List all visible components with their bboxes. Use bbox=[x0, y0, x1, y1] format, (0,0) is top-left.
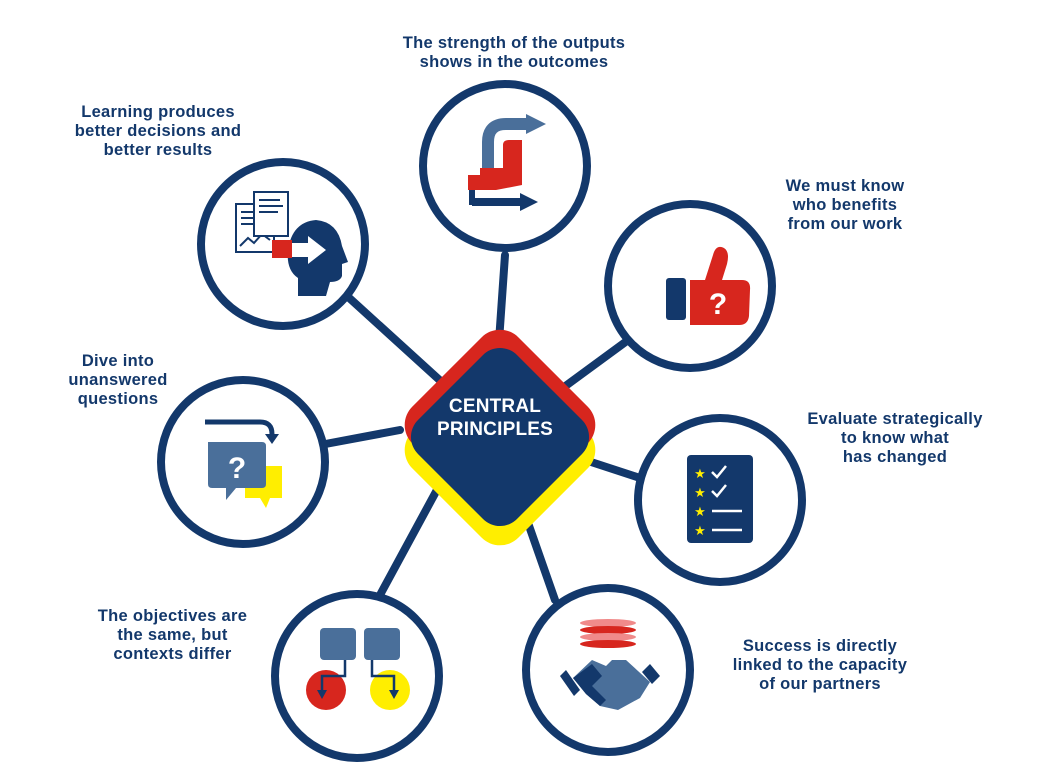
connector-contexts bbox=[376, 471, 449, 599]
label-benefits: We must know who benefits from our work bbox=[785, 177, 905, 233]
question-chat-icon: ? bbox=[205, 419, 282, 508]
label-questions: Dive into unanswered questions bbox=[68, 352, 168, 408]
handshake-icon bbox=[560, 619, 660, 710]
label-evaluate: Evaluate strategically to know what has … bbox=[807, 410, 983, 466]
connector-evaluate bbox=[581, 456, 644, 482]
center-line-1: CENTRAL bbox=[448, 396, 542, 417]
flow-paths-icon bbox=[306, 628, 410, 710]
svg-text:?: ? bbox=[709, 288, 727, 321]
thumbs-up-question-icon: ? bbox=[666, 246, 751, 325]
label-contexts: The objectives are the same, but context… bbox=[97, 607, 248, 663]
svg-text:★: ★ bbox=[694, 505, 706, 520]
label-learning: Learning produces better decisions and b… bbox=[74, 103, 242, 159]
svg-text:★: ★ bbox=[694, 486, 706, 501]
svg-text:?: ? bbox=[228, 452, 246, 485]
checklist-stars-icon: ★ ★ ★ ★ bbox=[687, 455, 753, 543]
redirect-arrow-icon bbox=[468, 114, 546, 211]
connector-learning bbox=[331, 281, 449, 389]
center-line-2: PRINCIPLES bbox=[436, 419, 554, 440]
svg-text:★: ★ bbox=[694, 467, 706, 482]
central-principles-label: CENTRAL PRINCIPLES bbox=[400, 395, 590, 441]
circle-contexts bbox=[271, 590, 443, 762]
central-diamond bbox=[404, 329, 596, 546]
label-partners: Success is directly linked to the capaci… bbox=[732, 637, 908, 693]
document-to-head-icon bbox=[235, 191, 348, 296]
label-outputs: The strength of the outputs shows in the… bbox=[402, 34, 626, 71]
connector-benefits bbox=[556, 331, 639, 394]
connector-questions bbox=[316, 426, 404, 449]
svg-text:★: ★ bbox=[694, 524, 706, 539]
